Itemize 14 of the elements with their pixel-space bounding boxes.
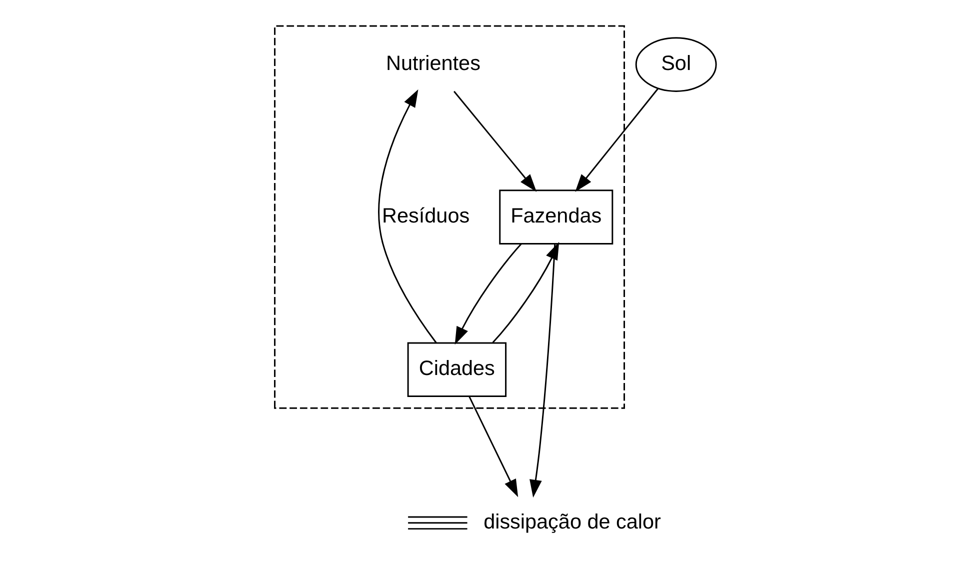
- arrow: [453, 90, 536, 192]
- node-text: Nutrientes: [386, 52, 480, 76]
- arrow: [529, 244, 556, 498]
- node-label: dissipação de calor: [483, 510, 660, 534]
- node-ellipse: Sol: [634, 37, 716, 92]
- arrow: [492, 242, 559, 344]
- cluster: [274, 25, 624, 409]
- arrow: [468, 396, 518, 498]
- arrow: [574, 88, 658, 192]
- node-box: Cidades: [406, 342, 506, 397]
- arrow: [378, 89, 436, 344]
- node-box: Fazendas: [498, 190, 613, 244]
- arrow: [454, 243, 522, 345]
- edge-label: Resíduos: [382, 204, 470, 228]
